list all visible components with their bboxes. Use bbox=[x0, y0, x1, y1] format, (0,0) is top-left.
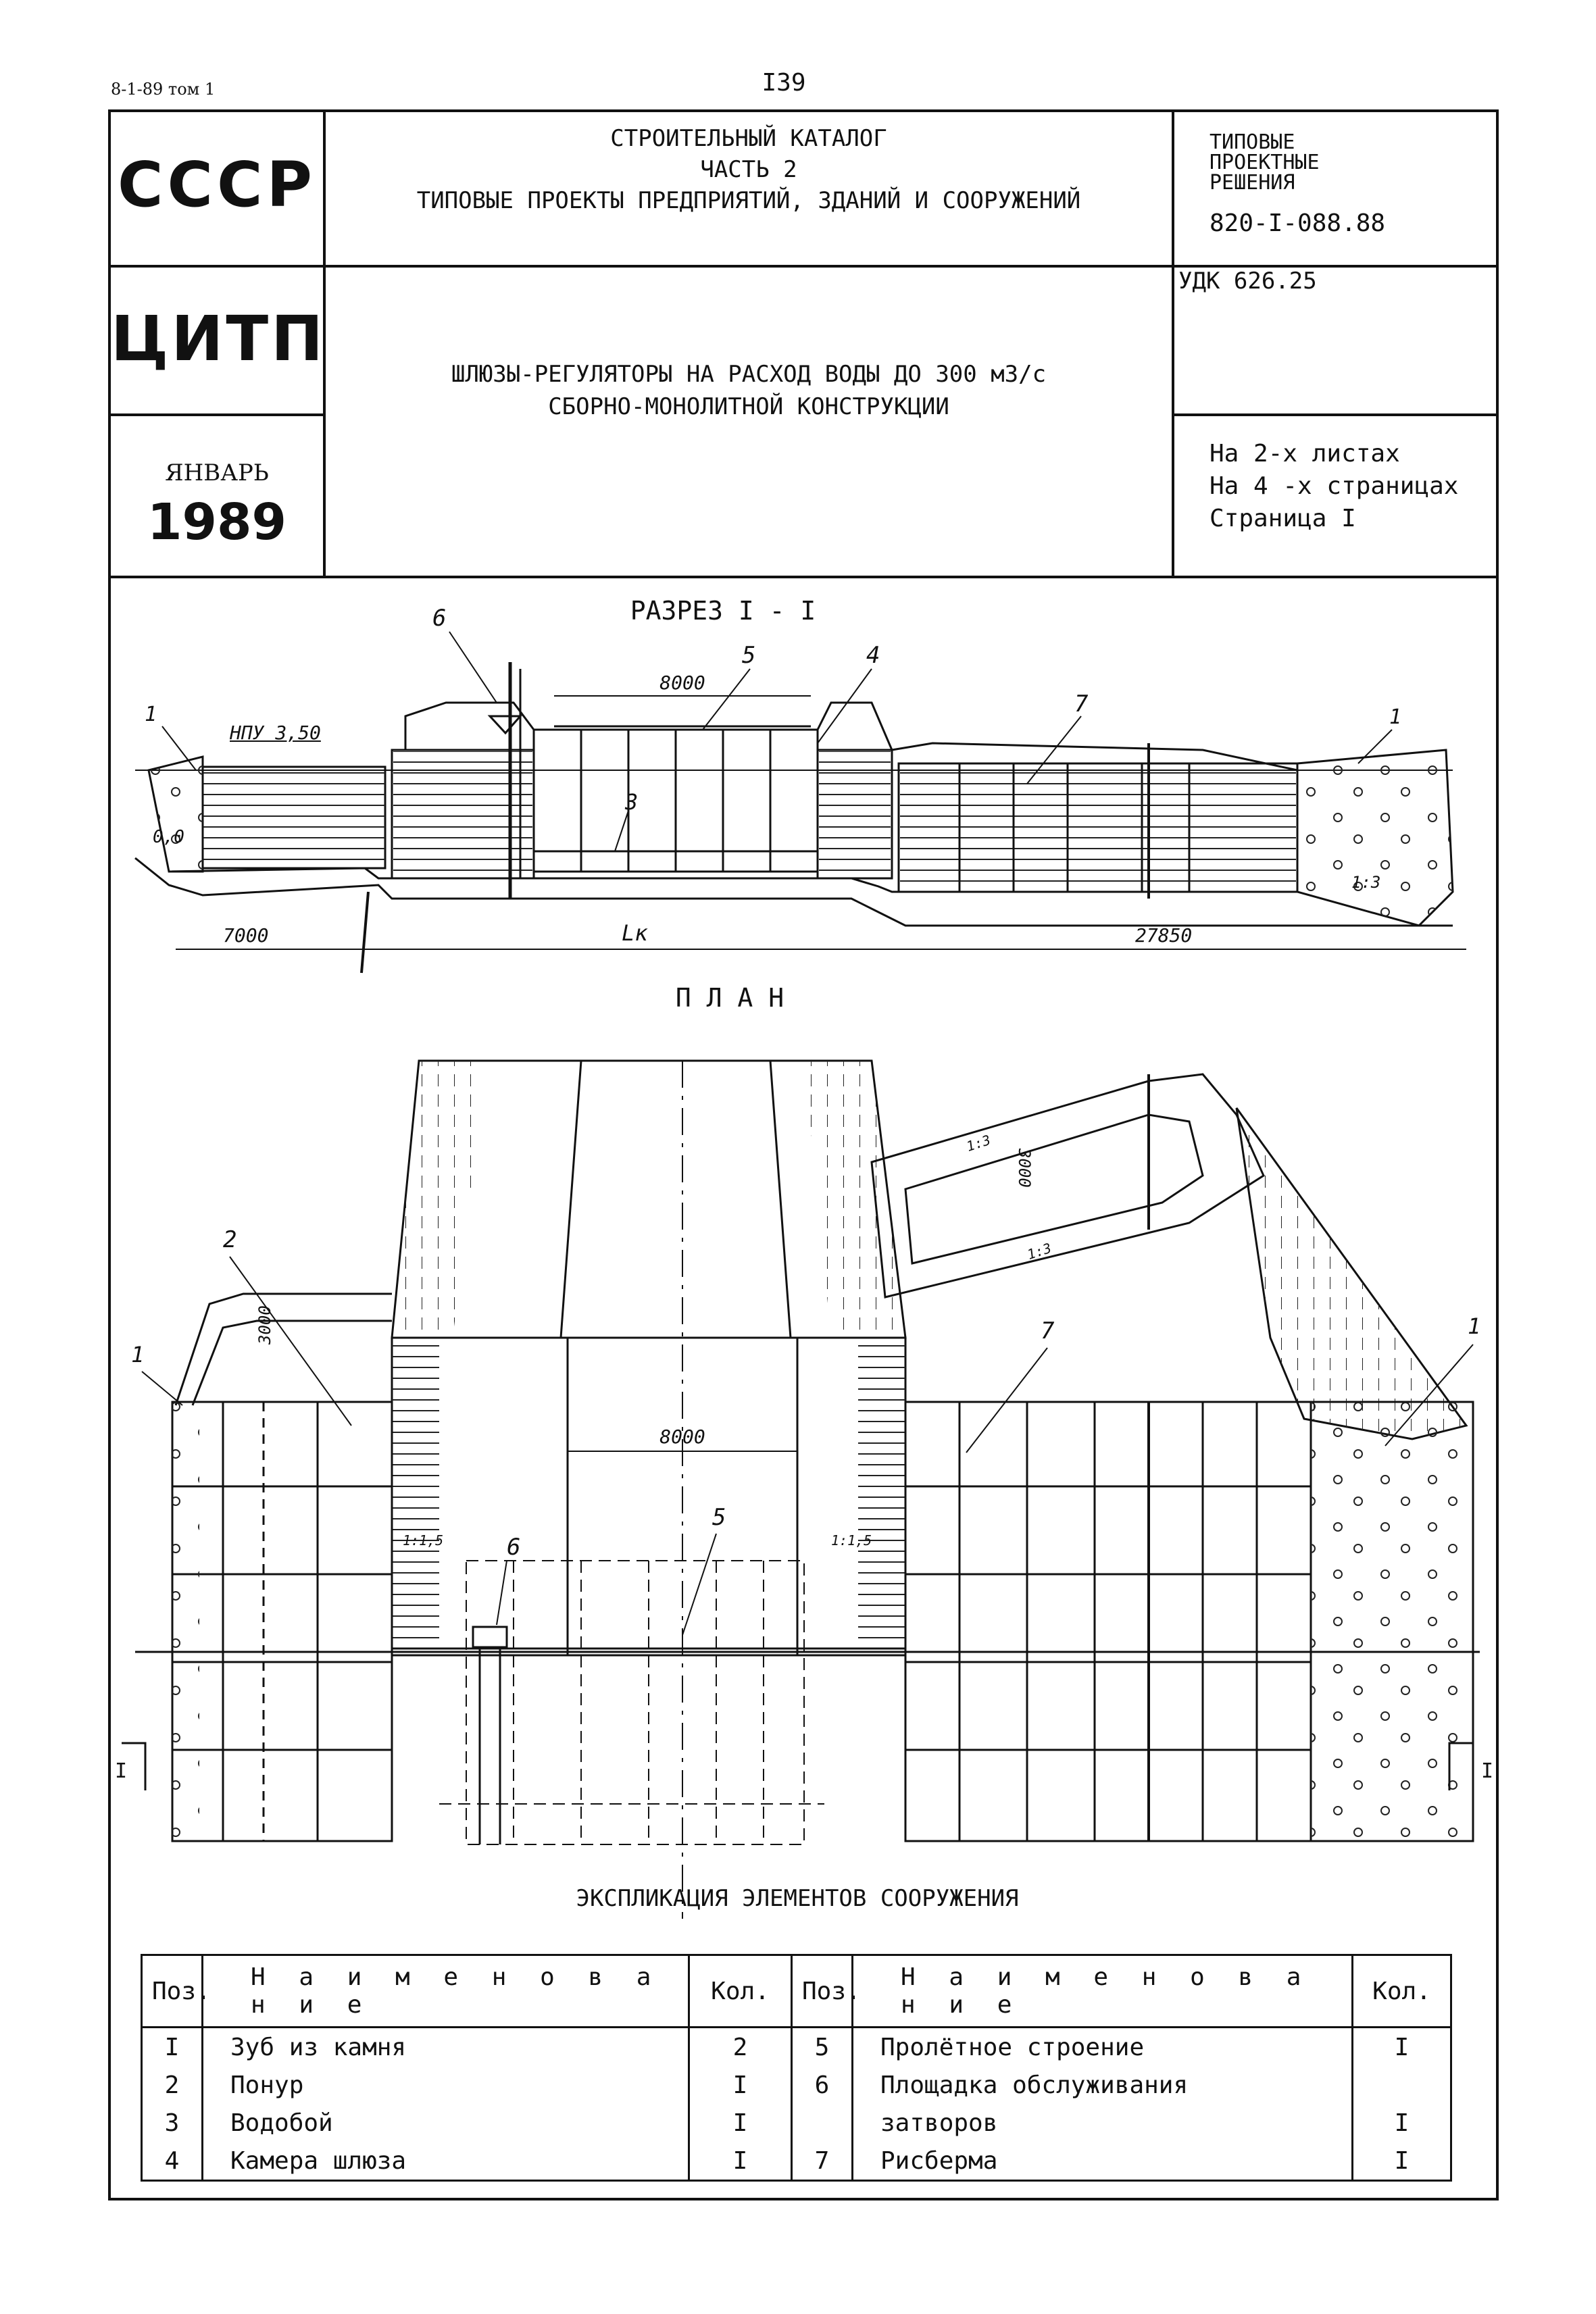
header-qty-left: Кол. bbox=[688, 1954, 793, 2028]
row-qty: I bbox=[688, 2104, 793, 2142]
plan-callout-2: 2 bbox=[223, 1226, 237, 1253]
section-callout-3: 3 bbox=[625, 789, 639, 815]
section-callout-7: 7 bbox=[1074, 690, 1089, 718]
sheets-line-3: Страница I bbox=[1210, 505, 1356, 532]
title-line-2: СБОРНО-МОНОЛИТНОЙ КОНСТРУКЦИИ bbox=[548, 393, 949, 420]
plan-cut-mark-right: I bbox=[1481, 1759, 1494, 1783]
plan-slope-right: 1:1,5 bbox=[831, 1532, 872, 1549]
header-divider-left bbox=[323, 109, 326, 578]
header-divider-right bbox=[1172, 109, 1174, 578]
explication-header-row: Поз. Н а и м е н о в а н и е Кол. Поз. Н… bbox=[141, 1954, 1452, 2028]
row-qty bbox=[1351, 2066, 1452, 2104]
catalog-line-3: ТИПОВЫЕ ПРОЕКТЫ ПРЕДПРИЯТИЙ, ЗДАНИЙ И СО… bbox=[416, 187, 1081, 214]
row-name: Водобой bbox=[201, 2104, 690, 2142]
zero-level-label: 0,0 bbox=[153, 827, 184, 847]
plan-callout-1: 1 bbox=[131, 1342, 145, 1367]
section-right-dim: 27850 bbox=[1135, 924, 1193, 947]
row-qty: I bbox=[1351, 2027, 1452, 2066]
catalog-block: СТРОИТЕЛЬНЫЙ КАТАЛОГ ЧАСТЬ 2 ТИПОВЫЕ ПРО… bbox=[326, 123, 1172, 216]
row-qty: I bbox=[688, 2142, 793, 2182]
plan-slope-left: 1:1,5 bbox=[403, 1532, 444, 1549]
section-callout-1b: 1 bbox=[1389, 705, 1402, 729]
header-name-right: Н а и м е н о в а н и е bbox=[851, 1954, 1353, 2028]
plan-drawing bbox=[122, 1059, 1480, 1919]
udk-code: УДК 626.25 bbox=[1178, 268, 1317, 295]
row-qty: I bbox=[1351, 2142, 1452, 2182]
header-pos-left: Поз. bbox=[141, 1954, 211, 2028]
catalog-line-1: СТРОИТЕЛЬНЫЙ КАТАЛОГ bbox=[610, 125, 887, 152]
header-row-line-1 bbox=[108, 265, 1499, 268]
section-callout-4: 4 bbox=[866, 642, 880, 669]
section-title: РАЗРЕЗ I - I bbox=[630, 596, 816, 626]
row-qty: I bbox=[688, 2066, 793, 2104]
plan-width-dim: 8000 bbox=[659, 1426, 705, 1448]
row-pos: 5 bbox=[791, 2027, 853, 2066]
plan-callout-1b: 1 bbox=[1468, 1313, 1481, 1339]
typical-line-2: ПРОЕКТНЫЕ bbox=[1210, 151, 1320, 174]
section-callout-1: 1 bbox=[145, 703, 157, 726]
row-pos bbox=[791, 2104, 853, 2142]
sheets-line-1: На 2-х листах bbox=[1210, 440, 1400, 468]
row-name: Пролётное строение bbox=[851, 2027, 1353, 2066]
section-drawing bbox=[134, 631, 1466, 974]
month-label: ЯНВАРЬ bbox=[165, 459, 269, 486]
typical-block: ТИПОВЫЕ ПРОЕКТНЫЕ РЕШЕНИЯ bbox=[1210, 132, 1320, 193]
plan-dim-3000-left: 3000 bbox=[255, 1305, 274, 1344]
corner-code: 8-1-89 том 1 bbox=[111, 80, 216, 99]
row-name: Площадка обслуживания bbox=[851, 2066, 1353, 2104]
section-mid-dim: Lк bbox=[622, 920, 648, 946]
table-row: 2 Понур I 6 Площадка обслуживания bbox=[141, 2066, 1452, 2104]
sheets-block: На 2-х листах На 4 -х страницах Страница… bbox=[1210, 438, 1458, 535]
row-pos: 6 bbox=[791, 2066, 853, 2104]
row-name: Камера шлюза bbox=[201, 2142, 690, 2182]
header-row-line-right bbox=[1172, 413, 1499, 416]
level-label: НПУ 3,50 bbox=[230, 722, 321, 744]
row-pos: 4 bbox=[141, 2142, 203, 2182]
page-number: I39 bbox=[762, 69, 806, 97]
section-left-dim: 7000 bbox=[223, 924, 269, 947]
explication-table: Поз. Н а и м е н о в а н и е Кол. Поз. Н… bbox=[141, 1954, 1452, 2182]
header-qty-right: Кол. bbox=[1351, 1954, 1452, 2028]
row-name: Рисберма bbox=[851, 2142, 1353, 2182]
section-callout-6: 6 bbox=[432, 605, 447, 632]
plan-cut-mark-left: I bbox=[115, 1759, 128, 1783]
plan-callout-5: 5 bbox=[712, 1504, 726, 1531]
row-pos: 2 bbox=[141, 2066, 203, 2104]
row-name: затворов bbox=[851, 2104, 1353, 2142]
plan-callout-6: 6 bbox=[507, 1534, 521, 1561]
section-slope: 1:3 bbox=[1351, 873, 1381, 892]
section-width-dim: 8000 bbox=[659, 672, 705, 694]
citp-label: ЦИТП bbox=[111, 303, 326, 375]
header-name-left: Н а и м е н о в а н и е bbox=[201, 1954, 690, 2028]
row-qty: 2 bbox=[688, 2027, 793, 2066]
page-frame bbox=[108, 109, 1499, 2200]
header-pos-right: Поз. bbox=[791, 1954, 861, 2028]
row-qty: I bbox=[1351, 2104, 1452, 2142]
sheets-line-2: На 4 -х страницах bbox=[1210, 472, 1459, 500]
project-code: 820-I-088.88 bbox=[1210, 209, 1386, 237]
row-pos: 7 bbox=[791, 2142, 853, 2182]
row-name: Зуб из камня bbox=[201, 2027, 690, 2066]
typical-line-1: ТИПОВЫЕ bbox=[1210, 130, 1295, 154]
row-pos: 3 bbox=[141, 2104, 203, 2142]
title-line-1: ШЛЮЗЫ-РЕГУЛЯТОРЫ НА РАСХОД ВОДЫ ДО 300 м… bbox=[451, 361, 1047, 388]
header-row-line-left bbox=[108, 413, 323, 416]
table-row: 4 Камера шлюза I 7 Рисберма I bbox=[141, 2142, 1452, 2182]
plan-callout-7: 7 bbox=[1041, 1317, 1055, 1344]
table-row: 3 Водобой I затворов I bbox=[141, 2104, 1452, 2142]
plan-dim-3000-right: 3000 bbox=[1015, 1149, 1034, 1188]
header-bottom-line bbox=[108, 576, 1499, 578]
catalog-line-2: ЧАСТЬ 2 bbox=[700, 156, 797, 183]
table-row: I Зуб из камня 2 5 Пролётное строение I bbox=[141, 2027, 1452, 2066]
explication-title: ЭКСПЛИКАЦИЯ ЭЛЕМЕНТОВ СООРУЖЕНИЯ bbox=[576, 1885, 1019, 1912]
ussr-label: СССР bbox=[118, 149, 316, 221]
plan-title: П Л А Н bbox=[675, 983, 784, 1013]
section-callout-5: 5 bbox=[742, 642, 756, 669]
row-name: Понур bbox=[201, 2066, 690, 2104]
year-label: 1989 bbox=[147, 493, 286, 551]
row-pos: I bbox=[141, 2027, 203, 2066]
typical-line-3: РЕШЕНИЯ bbox=[1210, 171, 1295, 195]
document-title: ШЛЮЗЫ-РЕГУЛЯТОРЫ НА РАСХОД ВОДЫ ДО 300 м… bbox=[326, 358, 1172, 423]
